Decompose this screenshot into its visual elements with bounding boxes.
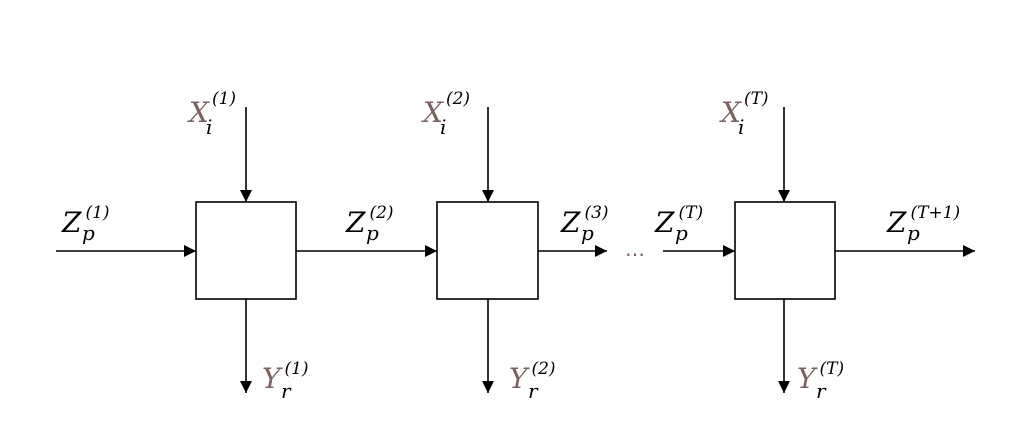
label-xT: X(T)i xyxy=(719,89,769,139)
label-x1: X(1)i xyxy=(187,89,236,139)
label-z1: Z(1)p xyxy=(61,203,110,245)
label-yT: Y(T)r xyxy=(797,359,844,403)
block-1 xyxy=(195,201,297,300)
ellipsis: … xyxy=(625,237,645,261)
label-z3: Z(3)p xyxy=(560,203,609,245)
label-y1: Y(1)r xyxy=(262,359,309,403)
block-2 xyxy=(436,201,539,300)
label-zT1: Z(T+1)p xyxy=(886,203,960,245)
label-zT: Z(T)p xyxy=(654,203,703,245)
block-T xyxy=(734,201,836,300)
label-z2: Z(2)p xyxy=(345,203,394,245)
label-y2: Y(2)r xyxy=(509,359,556,403)
label-x2: X(2)i xyxy=(421,89,470,139)
